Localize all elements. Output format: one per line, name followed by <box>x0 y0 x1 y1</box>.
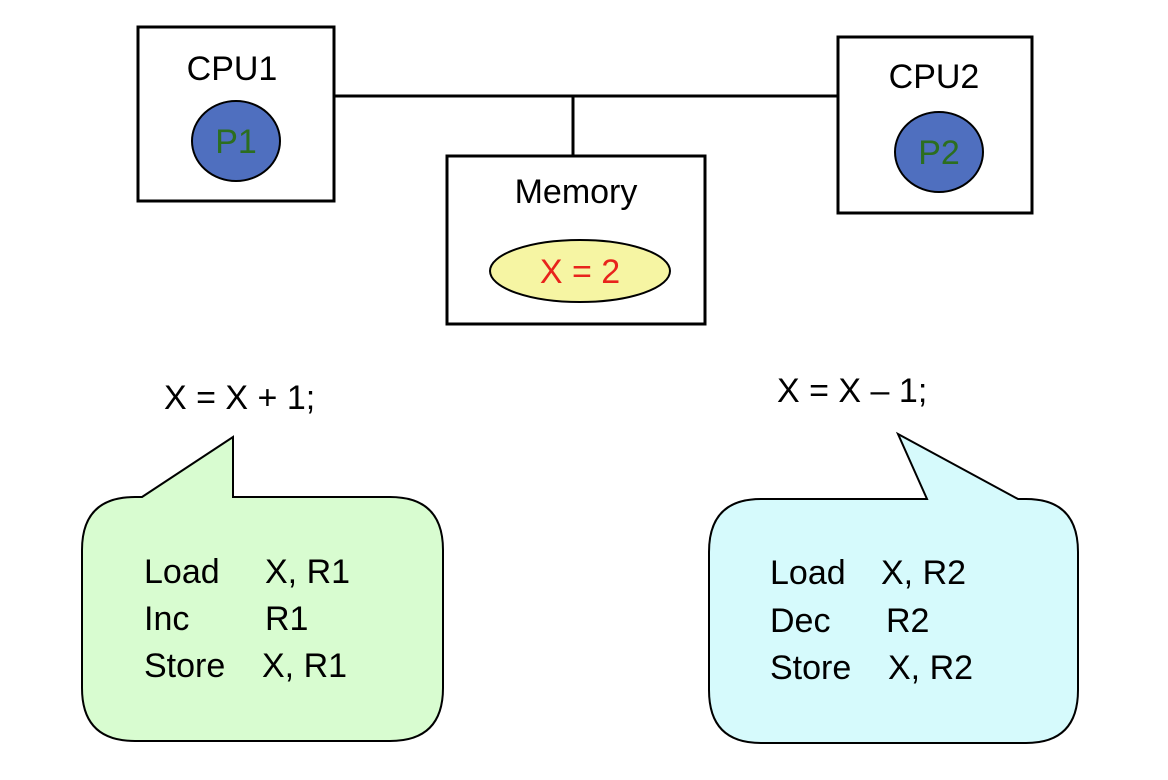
left-args-3: X, R1 <box>262 647 347 685</box>
left-instruction-bubble <box>81 435 444 742</box>
left-statement: X = X + 1; <box>164 379 315 417</box>
left-op-1: Load <box>144 553 220 591</box>
right-op-1: Load <box>770 554 846 592</box>
right-op-2: Dec <box>770 602 830 640</box>
right-instruction-bubble <box>708 431 1079 744</box>
memory-label: Memory <box>515 173 638 211</box>
right-args-2: R2 <box>886 602 929 640</box>
cpu2-label: CPU2 <box>889 58 980 96</box>
memory-variable <box>489 239 671 303</box>
right-instruction-list: Load X, R2 Dec R2 Store X, R2 <box>770 554 973 687</box>
left-args-2: R1 <box>265 600 308 638</box>
right-op-3: Store <box>770 649 851 687</box>
process-p1 <box>191 100 281 182</box>
right-statement: X = X – 1; <box>777 372 927 410</box>
process-p2-label: P2 <box>918 134 960 172</box>
left-instruction-list: Load X, R1 Inc R1 Store X, R1 <box>144 553 350 685</box>
memory-value: X = 2 <box>540 253 620 291</box>
process-p2 <box>894 111 984 193</box>
right-args-1: X, R2 <box>881 554 966 592</box>
left-args-1: X, R1 <box>265 553 350 591</box>
process-p1-label: P1 <box>215 123 257 161</box>
cpu1-label: CPU1 <box>187 50 278 88</box>
right-args-3: X, R2 <box>888 649 973 687</box>
left-op-2: Inc <box>144 600 189 638</box>
left-op-3: Store <box>144 647 225 685</box>
